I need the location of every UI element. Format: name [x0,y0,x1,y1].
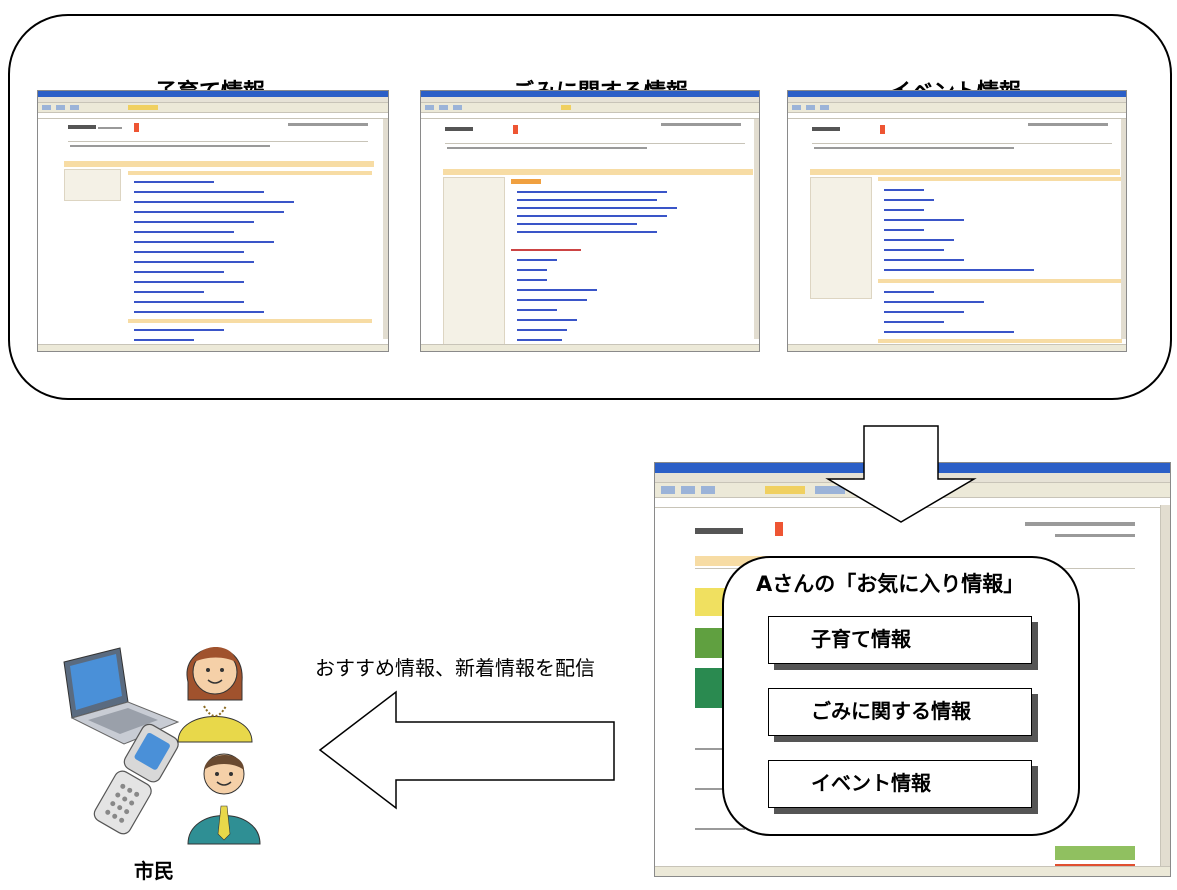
favorite-item-childcare: 子育て情報 [768,616,1032,664]
citizen-label: 市民 [134,859,174,883]
laptop-icon [63,647,180,745]
left-arrow [318,690,615,810]
man-icon [187,753,261,845]
mobile-phone-icon [93,723,179,835]
woman-icon [177,647,253,743]
favorite-item-events: イベント情報 [768,760,1032,808]
favorite-item-garbage: ごみに関する情報 [768,688,1032,736]
down-arrow [825,425,977,523]
delivery-label: おすすめ情報、新着情報を配信 [315,656,595,680]
events-page-screenshot [787,90,1127,352]
garbage-page-screenshot [420,90,760,352]
favorites-title: Aさんの「お気に入り情報」 [756,572,1025,596]
childcare-page-screenshot [37,90,389,352]
category-pages-frame [8,14,1172,400]
citizen-illustration [63,647,261,845]
